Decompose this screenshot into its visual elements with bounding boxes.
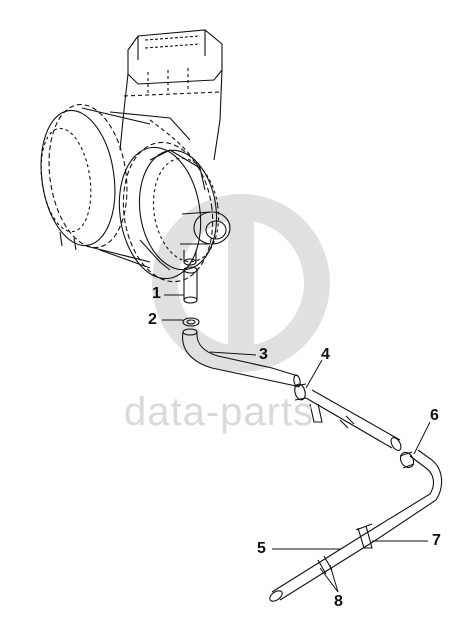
air-cleaner-housing bbox=[40, 29, 231, 283]
callout-6: 6 bbox=[430, 407, 439, 424]
callout-3: 3 bbox=[259, 346, 268, 363]
part-5-pipe bbox=[269, 449, 443, 602]
callout-7: 7 bbox=[432, 532, 441, 549]
part-3-hose bbox=[182, 328, 301, 388]
leader-lines bbox=[162, 294, 431, 593]
part-1-tube bbox=[183, 266, 198, 304]
part-6-clamp bbox=[399, 451, 415, 469]
middle-pipe bbox=[305, 389, 402, 451]
part-4-clamp bbox=[293, 383, 307, 401]
watermark-logo bbox=[152, 194, 330, 372]
callout-5: 5 bbox=[257, 540, 266, 557]
callout-1: 1 bbox=[152, 285, 161, 302]
callout-2: 2 bbox=[148, 311, 157, 328]
callout-8: 8 bbox=[334, 593, 343, 610]
part-7-bracket bbox=[355, 523, 373, 549]
part-2-ring bbox=[182, 317, 200, 327]
watermark-text: data-parts bbox=[124, 390, 315, 434]
callout-4: 4 bbox=[321, 346, 330, 363]
